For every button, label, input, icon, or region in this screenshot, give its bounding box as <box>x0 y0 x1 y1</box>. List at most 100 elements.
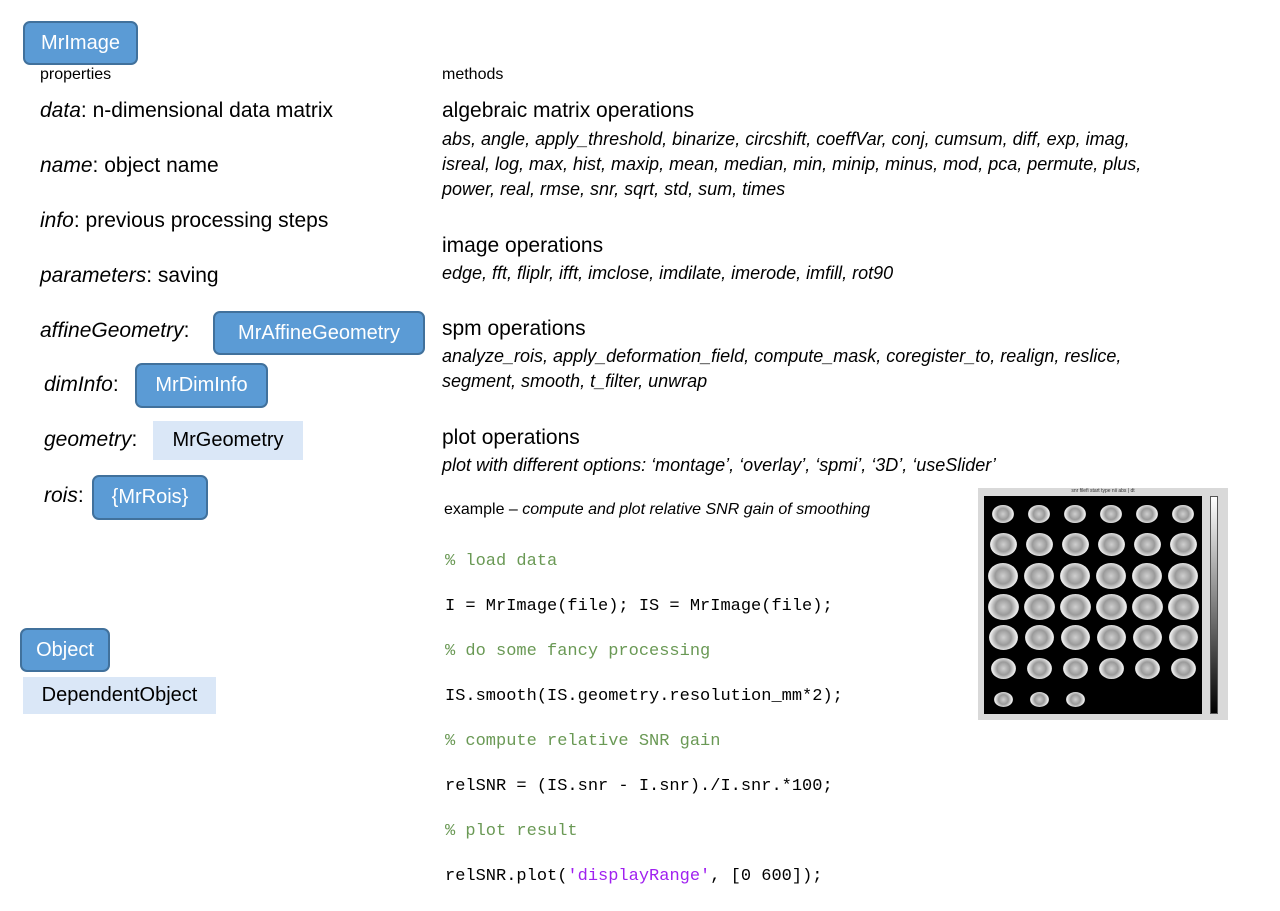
mr-affine-geometry-box: MrAffineGeometry <box>213 311 425 355</box>
brain-slice-image <box>1099 658 1124 679</box>
property-key: name <box>40 154 93 177</box>
code-line-comment: % do some fancy processing <box>445 641 711 661</box>
code-line-comment: % compute relative SNR gain <box>445 731 721 751</box>
brain-slice-image <box>1025 625 1054 650</box>
mrimage-class-box: MrImage <box>23 21 138 65</box>
property-key: rois <box>44 484 78 507</box>
property-affine-geometry: affineGeometry: <box>40 319 189 343</box>
code-line-comment: % load data <box>445 551 558 571</box>
property-key: data <box>40 99 81 122</box>
property-sep: : <box>73 209 80 232</box>
brain-slice-image <box>1134 533 1161 556</box>
property-desc: saving <box>157 264 219 287</box>
brain-slice-image <box>1097 625 1126 650</box>
property-sep: : <box>112 373 119 396</box>
brain-slice-image <box>1096 594 1127 620</box>
brain-slice-image <box>990 533 1017 556</box>
brain-slice-image <box>1028 505 1050 523</box>
code-line-comment: % plot result <box>445 821 578 841</box>
code-string: 'displayRange' <box>567 866 711 886</box>
code-line: IS.smooth(IS.geometry.resolution_mm*2); <box>445 686 843 706</box>
brain-slice-image <box>1063 658 1088 679</box>
example-caption: example – compute and plot relative SNR … <box>444 501 870 519</box>
brain-slice-image <box>1168 563 1198 589</box>
property-sep: : <box>80 99 87 122</box>
brain-slice-image <box>988 563 1018 589</box>
montage-title: snr filefi start type nii abs | dt <box>1071 488 1135 494</box>
brain-slice-image <box>1132 594 1163 620</box>
properties-heading: properties <box>40 66 112 83</box>
brain-slice-image <box>1026 533 1053 556</box>
brain-slice-image <box>1135 658 1160 679</box>
brain-slice-image <box>1096 563 1126 589</box>
mr-rois-box: {MrRois} <box>92 475 208 520</box>
brain-slice-image <box>1171 658 1196 679</box>
property-parameters: parameters: saving <box>40 264 219 288</box>
mr-geometry-box: MrGeometry <box>153 421 303 460</box>
brain-slice-image <box>1098 533 1125 556</box>
montage-figure: snr filefi start type nii abs | dt <box>978 488 1228 720</box>
property-key: affineGeometry <box>40 319 184 342</box>
brain-slice-image <box>1169 625 1198 650</box>
example-caption-italic: compute and plot relative SNR gain of sm… <box>522 501 871 518</box>
brain-slice-image <box>1100 505 1122 523</box>
brain-slice-image <box>1060 594 1091 620</box>
brain-slice-image <box>1062 533 1089 556</box>
brain-slice-image <box>1064 505 1086 523</box>
brain-slice-image <box>1027 658 1052 679</box>
brain-slice-image <box>1168 594 1199 620</box>
code-fragment: relSNR.plot( <box>445 866 568 886</box>
method-category-title: plot operations <box>442 426 580 449</box>
property-dim-info: dimInfo: <box>44 373 119 397</box>
property-desc: object name <box>104 154 219 177</box>
property-sep: : <box>77 484 84 507</box>
method-category-title: image operations <box>442 234 604 257</box>
brain-slice-image <box>989 625 1018 650</box>
method-category-items: edge, fft, fliplr, ifft, imclose, imdila… <box>442 263 894 283</box>
brain-slice-image <box>991 658 1016 679</box>
property-key: geometry <box>44 428 132 451</box>
property-data: data: n-dimensional data matrix <box>40 99 333 123</box>
brain-slice-image <box>1024 594 1055 620</box>
property-info: info: previous processing steps <box>40 209 328 233</box>
brain-slice-image <box>1136 505 1158 523</box>
brain-slice-image <box>1172 505 1194 523</box>
brain-slice-image <box>994 692 1013 707</box>
code-fragment: , [0 600]); <box>710 866 823 886</box>
property-geometry: geometry: <box>44 428 137 452</box>
property-desc: previous processing steps <box>85 209 329 232</box>
brain-slice-image <box>1030 692 1049 707</box>
brain-slice-image <box>1060 563 1090 589</box>
property-sep: : <box>131 428 138 451</box>
code-line: relSNR = (IS.snr - I.snr)./I.snr.*100; <box>445 776 833 796</box>
mr-dim-info-box: MrDimInfo <box>135 363 268 408</box>
property-rois: rois: <box>44 484 84 508</box>
montage-panel <box>984 496 1202 714</box>
property-sep: : <box>146 264 153 287</box>
brain-slice-image <box>1066 692 1085 707</box>
dependent-object-class-box: DependentObject <box>23 677 216 714</box>
property-key: info <box>40 209 74 232</box>
property-desc: n-dimensional data matrix <box>92 99 334 122</box>
brain-slice-image <box>1024 563 1054 589</box>
property-key: parameters <box>40 264 147 287</box>
example-caption-prefix: example – <box>444 501 523 518</box>
method-category-title: spm operations <box>442 317 586 340</box>
object-class-box: Object <box>20 628 110 672</box>
brain-slice-image <box>1170 533 1197 556</box>
property-name: name: object name <box>40 154 219 178</box>
colorbar <box>1210 496 1218 714</box>
brain-slice-image <box>1132 563 1162 589</box>
brain-slice-image <box>1061 625 1090 650</box>
method-category-title: algebraic matrix operations <box>442 99 695 122</box>
brain-slice-image <box>1133 625 1162 650</box>
methods-heading: methods <box>442 66 504 83</box>
method-category-items: abs, angle, apply_threshold, binarize, c… <box>442 129 1142 199</box>
method-category-items: plot with different options: ‘montage’, … <box>442 455 996 475</box>
brain-slice-image <box>992 505 1014 523</box>
method-category-items: analyze_rois, apply_deformation_field, c… <box>442 346 1122 391</box>
property-sep: : <box>183 319 190 342</box>
code-line: I = MrImage(file); IS = MrImage(file); <box>445 596 833 616</box>
property-sep: : <box>92 154 99 177</box>
property-key: dimInfo <box>44 373 113 396</box>
